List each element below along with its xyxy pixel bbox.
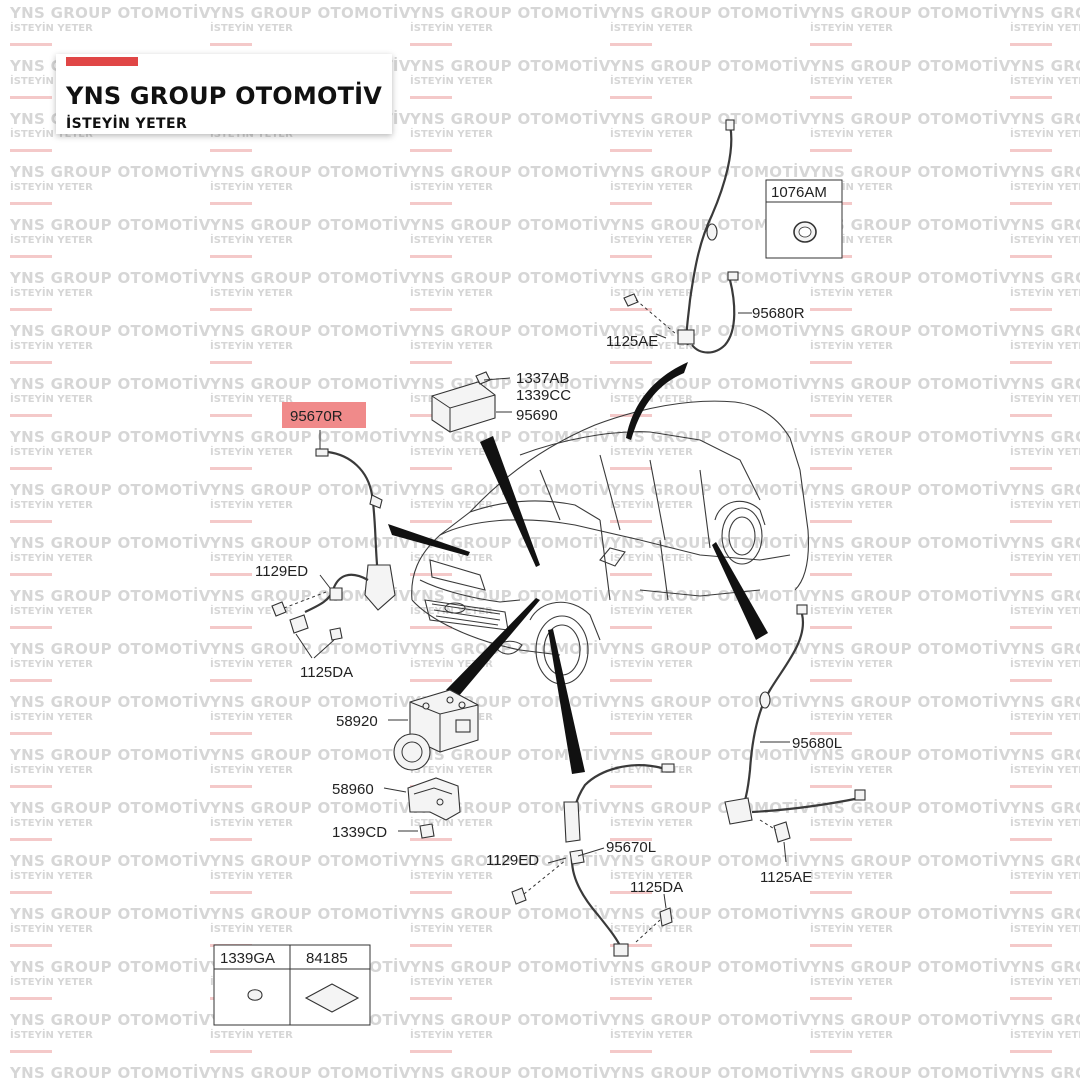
front-right-abs-sensor-wire	[623, 119, 739, 354]
label-95680L: 95680L	[792, 735, 842, 752]
part-58920-hydraulic-unit	[393, 689, 479, 771]
label-84185: 84185	[306, 950, 348, 967]
label-1129ED-left: 1129ED	[255, 563, 308, 580]
label-95670R: 95670R	[290, 408, 343, 425]
label-58920: 58920	[336, 713, 378, 730]
front-left-abs-sensor-wire	[271, 448, 396, 659]
car-illustration	[411, 400, 809, 685]
label-95690: 95690	[516, 407, 558, 424]
label-1125AE-bottom: 1125AE	[760, 869, 812, 886]
label-95670L: 95670L	[606, 839, 656, 856]
highlight-95670R	[282, 402, 366, 428]
rear-left-abs-sensor-wire	[724, 604, 866, 863]
label-1129ED-bottom: 1129ED	[486, 852, 539, 869]
pointer-wedges	[388, 362, 768, 774]
part-58960-bracket	[407, 777, 461, 839]
label-1076AM: 1076AM	[771, 184, 827, 201]
label-1125DA-bottom: 1125DA	[630, 879, 683, 896]
label-1337AB: 1337AB	[516, 370, 569, 387]
label-1339CC: 1339CC	[516, 387, 571, 404]
label-95680R: 95680R	[752, 305, 805, 322]
label-1339GA: 1339GA	[220, 950, 275, 967]
part-1076AM-box	[765, 179, 843, 259]
label-1125AE-top: 1125AE	[606, 333, 658, 350]
brand-logo-box: YNS GROUP OTOMOTİV İSTEYİN YETER	[56, 54, 392, 134]
part-95690-module	[431, 371, 512, 433]
brand-subtitle: İSTEYİN YETER	[66, 116, 188, 132]
label-58960: 58960	[332, 781, 374, 798]
label-1125DA-left: 1125DA	[300, 664, 353, 681]
brand-title: YNS GROUP OTOMOTİV	[66, 82, 383, 110]
brand-accent-bar	[66, 57, 138, 66]
part-labels: 1076AM 95680R 1125AE 1337AB 1339CC 95690…	[220, 184, 842, 967]
rear-right-abs-sensor-wire	[511, 763, 675, 957]
leader-lines	[319, 312, 790, 864]
label-1339CD: 1339CD	[332, 824, 387, 841]
parts-table-bottom-left	[213, 944, 371, 1026]
